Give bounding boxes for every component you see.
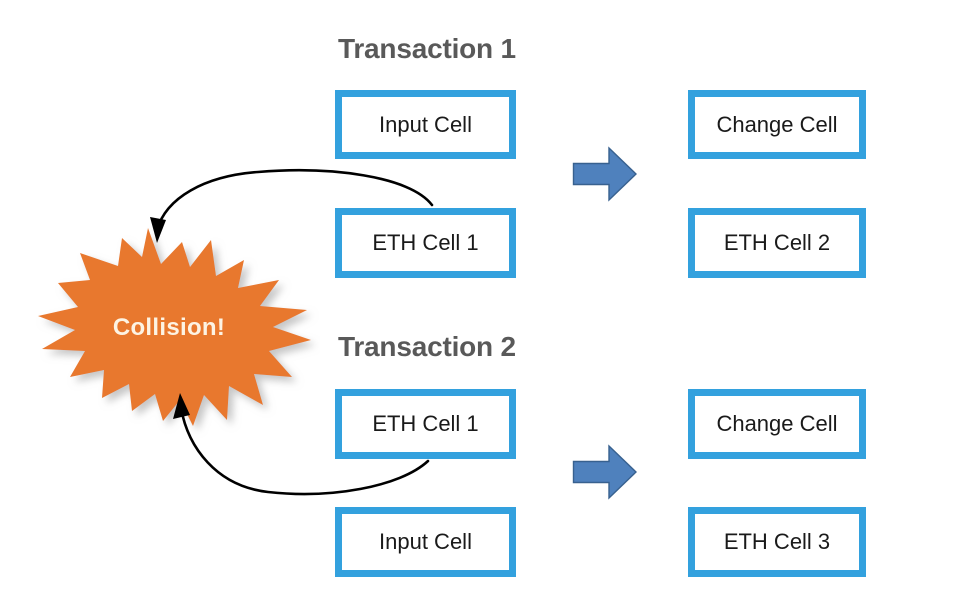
transaction-2-flow-arrow bbox=[572, 443, 638, 501]
cell-box-tx1-eth-cell-1: ETH Cell 1 bbox=[335, 208, 516, 278]
cell-label: ETH Cell 2 bbox=[723, 230, 831, 255]
right-arrow-icon bbox=[572, 444, 638, 500]
cell-label: Change Cell bbox=[716, 111, 838, 137]
cell-label: Input Cell bbox=[379, 111, 472, 137]
explosion-icon bbox=[38, 228, 311, 426]
cell-box-tx2-change-cell: Change Cell bbox=[688, 389, 866, 459]
cell-box-tx1-input-cell: Input Cell bbox=[335, 90, 516, 159]
cell-label: ETH Cell 1 bbox=[372, 230, 479, 255]
transaction-2-title: Transaction 2 bbox=[338, 331, 516, 362]
cell-label: Input Cell bbox=[379, 529, 472, 554]
cell-label: ETH Cell 3 bbox=[723, 529, 831, 554]
transaction-1-flow-arrow bbox=[572, 145, 638, 203]
transaction-1-title: Transaction 1 bbox=[338, 33, 516, 64]
cell-label: ETH Cell 1 bbox=[372, 411, 479, 436]
cell-label: Change Cell bbox=[716, 411, 838, 436]
right-arrow-icon bbox=[572, 146, 638, 202]
cell-box-tx2-input-cell: Input Cell bbox=[335, 507, 516, 577]
cell-box-tx1-eth-cell-2: ETH Cell 2 bbox=[688, 208, 866, 278]
cell-box-tx2-eth-cell-1: ETH Cell 1 bbox=[335, 389, 516, 459]
cell-box-tx2-eth-cell-3: ETH Cell 3 bbox=[688, 507, 866, 577]
cell-box-tx1-change-cell: Change Cell bbox=[688, 90, 866, 159]
collision-burst-shape bbox=[30, 220, 320, 440]
